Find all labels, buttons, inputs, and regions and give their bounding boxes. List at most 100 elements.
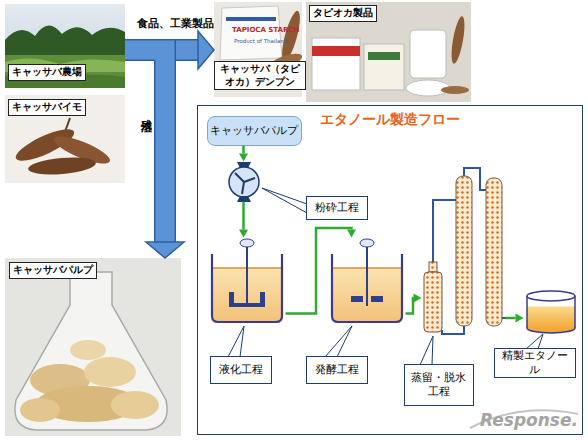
- step-callout: 精製エタノール: [494, 348, 576, 378]
- tank-wall: [574, 296, 576, 328]
- arrow-body-outline: [125, 39, 198, 61]
- callout-tail: [228, 326, 244, 357]
- photo-background: [306, 2, 471, 102]
- product-pack: [312, 38, 360, 90]
- column: [486, 178, 502, 326]
- arrow-head: [198, 31, 214, 69]
- tower-neck: [429, 262, 437, 272]
- pulp-lump: [84, 357, 136, 387]
- step-callout: 液化工程: [210, 356, 272, 384]
- watermark-swoosh: [470, 410, 578, 428]
- photo-node: キャッサバ（タピオカ）デンプン: [214, 2, 302, 97]
- arrow-body: [125, 50, 165, 242]
- distillation-columns: [424, 168, 506, 334]
- photo-caption: キャッサバイモ: [8, 99, 86, 116]
- motor: [240, 239, 254, 247]
- frame-title: エタノール製造フロー: [320, 111, 460, 129]
- photo-node: キャッサバパルプ: [5, 258, 181, 436]
- arrow-head: [146, 242, 184, 258]
- farm-photo: [5, 4, 125, 88]
- step-callout: 蒸留・脱水工程: [404, 364, 474, 406]
- tank-node: 液化工程: [208, 238, 286, 324]
- column: [456, 176, 472, 326]
- pulp-lump: [70, 340, 106, 360]
- callout-tails: [228, 188, 543, 365]
- pipe: [442, 326, 464, 334]
- bag-print: TAPIOCA STARCH: [232, 26, 299, 34]
- arrow-head: [347, 230, 356, 238]
- pack-band: [368, 52, 400, 60]
- callout-tail: [262, 188, 307, 213]
- watermark: Response.: [480, 410, 578, 430]
- jar: [410, 30, 446, 78]
- crusher-symbol: [229, 162, 259, 202]
- cassava-pulp-photo: [5, 258, 181, 436]
- tank-wall: [212, 254, 282, 322]
- edge-label: 残渣: [139, 110, 153, 114]
- shaft: [246, 247, 248, 306]
- crusher-body: [229, 167, 259, 197]
- stirrer-blade: [351, 296, 363, 302]
- flow-line: [242, 202, 245, 230]
- photo-caption: キャッサバ（タピオカ）デンプン: [214, 61, 306, 90]
- liquefaction-tank: [212, 239, 282, 322]
- flow-frame: エタノール製造フローキャッサバパルプ粉砕工程液化工程発酵工程蒸留・脱水工程精製エ…: [197, 105, 583, 435]
- pack-band: [312, 46, 360, 56]
- flow-line: [506, 317, 516, 320]
- root: [441, 86, 469, 94]
- step-callout: 発酵工程: [306, 356, 368, 384]
- flask: [15, 272, 167, 430]
- photo-node: タピオカ製品: [306, 2, 471, 102]
- arrow-body: [125, 41, 198, 60]
- outlet: [237, 196, 251, 202]
- cassava-root-photo: [5, 95, 125, 183]
- shaft: [366, 247, 368, 306]
- root: [449, 15, 467, 64]
- tapioca-products-photo: [306, 2, 471, 102]
- bag-print: Product of Thailand: [234, 38, 287, 44]
- photo-background: [5, 95, 125, 183]
- stirrer-blade: [229, 292, 234, 306]
- tank-top: [527, 291, 575, 301]
- photo-caption: タピオカ製品: [309, 5, 377, 22]
- arrow-body-outline: [125, 50, 165, 242]
- small-tower: [424, 272, 442, 332]
- arrow-head: [516, 314, 524, 323]
- product-pack: [364, 44, 404, 90]
- flow-arrow: [239, 146, 248, 162]
- column-node: 蒸留・脱水工程: [422, 170, 506, 334]
- input-label: キャッサバパルプ: [210, 124, 298, 138]
- crusher-node: 粉砕工程: [224, 162, 264, 202]
- impeller: [235, 173, 255, 194]
- step-callout: 粉砕工程: [306, 196, 368, 220]
- callout-tail: [325, 326, 352, 357]
- flow-arrow: [406, 294, 422, 314]
- stirrer-blade: [229, 303, 265, 307]
- pulp-lump: [111, 391, 159, 419]
- pulp-lump: [20, 398, 60, 422]
- tank-wall: [526, 296, 528, 328]
- flow-line: [242, 146, 245, 154]
- flow-arrow: [286, 228, 357, 314]
- stirrer-blade: [260, 292, 265, 306]
- stirrer-blade: [371, 296, 383, 302]
- fermentation-tank: [332, 239, 402, 322]
- sky: [5, 4, 125, 88]
- tank-node: 発酵工程: [328, 238, 406, 324]
- block-arrow: [125, 31, 214, 69]
- tank-wall: [332, 254, 402, 322]
- product-tank-node: 精製エタノール: [524, 282, 578, 334]
- arrow-head: [239, 154, 248, 162]
- photo-background: [5, 258, 181, 436]
- flow-line: [286, 228, 352, 314]
- photo-caption: キャッサバパルプ: [9, 262, 97, 279]
- field: [5, 55, 125, 88]
- photo-caption: キャッサバ農場: [8, 64, 86, 81]
- bag-stripe: [226, 17, 276, 21]
- motor: [360, 239, 374, 247]
- arrow-head: [239, 230, 248, 238]
- photo-node: キャッサバ農場: [5, 4, 125, 88]
- input-box: キャッサバパルプ: [207, 116, 302, 146]
